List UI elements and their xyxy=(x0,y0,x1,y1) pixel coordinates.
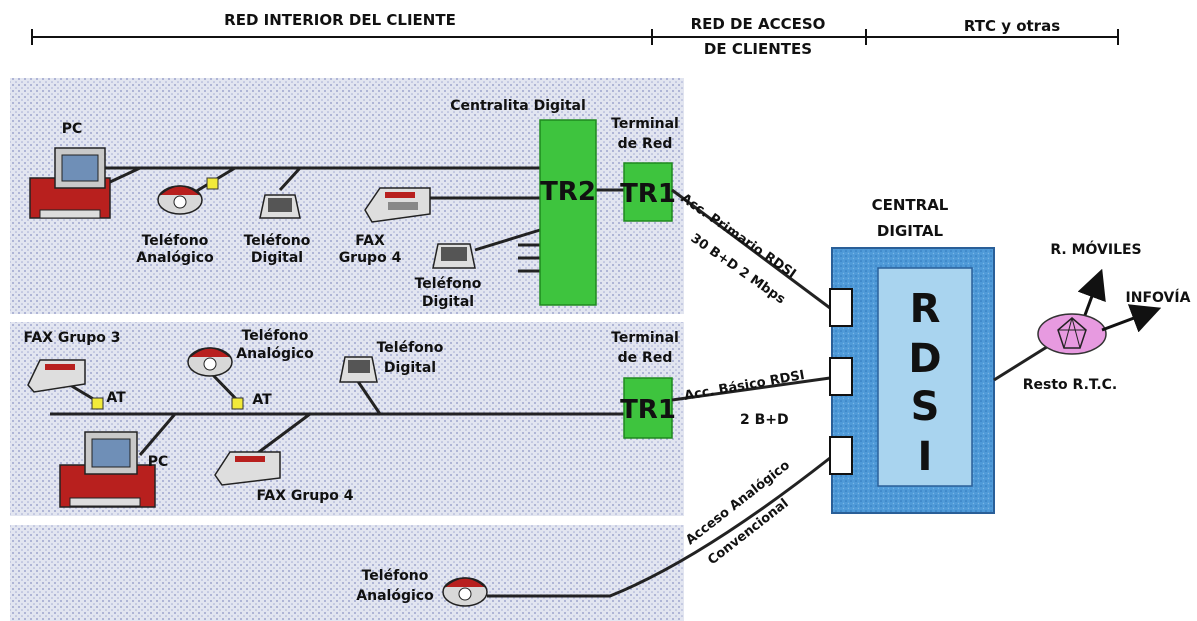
tr1-basic-label: TR1 xyxy=(620,395,676,425)
pbx-label: Centralita Digital xyxy=(450,98,586,114)
at-label: AT xyxy=(252,392,272,408)
adapter-box xyxy=(232,398,243,409)
rest-rtc-label: Resto R.T.C. xyxy=(1023,377,1118,393)
port-basic xyxy=(830,358,852,395)
arrow-infovia xyxy=(1102,312,1150,330)
mobiles-label: R. MÓVILES xyxy=(1050,240,1141,258)
central-title-line2: DIGITAL xyxy=(877,222,944,240)
terminal-label-line2: de Red xyxy=(618,136,673,152)
rdsi-letter-d: D xyxy=(908,336,941,382)
header-access-network-line2: DE CLIENTES xyxy=(704,40,812,58)
analog-phone-3-label-line2: Analógico xyxy=(356,588,434,604)
rdsi-letter-i: I xyxy=(918,434,933,480)
digital-phone-label-line1: Teléfono xyxy=(244,233,311,249)
analog-phone-2-label-line1: Teléfono xyxy=(242,328,309,344)
analog-phone-label-line2: Analógico xyxy=(136,250,214,266)
analog-phone-icon xyxy=(443,578,487,606)
rdsi-letter-s: S xyxy=(911,384,940,430)
central-title-line1: CENTRAL xyxy=(872,196,949,214)
infovia-label: INFOVÍA xyxy=(1126,289,1191,306)
digital-phone-b-label-line1: Teléfono xyxy=(415,276,482,292)
port-primary xyxy=(830,289,852,326)
analog-phone-icon xyxy=(158,186,202,214)
digital-phone-label-line2: Digital xyxy=(251,250,303,266)
analog-phone-icon xyxy=(188,348,232,376)
pc-label: PC xyxy=(62,121,83,137)
fax-label-line2: Grupo 4 xyxy=(339,250,402,266)
fax3-label: FAX Grupo 3 xyxy=(23,330,120,346)
digital-phone-icon xyxy=(260,195,300,218)
panel-analog-access xyxy=(10,525,684,621)
terminal-2-label-line1: Terminal xyxy=(611,330,679,346)
header-customer-network: RED INTERIOR DEL CLIENTE xyxy=(224,11,456,29)
pc-2-label: PC xyxy=(148,454,169,470)
basic-access-rate: 2 B+D xyxy=(740,412,789,428)
digital-phone-icon xyxy=(340,357,377,382)
basic-access-label: Acc. Básico RDSI xyxy=(683,368,806,404)
tr1-primary-label: TR1 xyxy=(620,179,676,209)
digital-phone-icon xyxy=(433,244,475,268)
analog-phone-2-label-line2: Analógico xyxy=(236,346,314,362)
adapter-box xyxy=(207,178,218,189)
rdsi-letter-r: R xyxy=(910,286,941,332)
header-access-network-line1: RED DE ACCESO xyxy=(691,15,826,33)
terminal-2-label-line2: de Red xyxy=(618,350,673,366)
arrow-mobiles xyxy=(1085,280,1098,315)
digital-phone-2-label-line2: Digital xyxy=(384,360,436,376)
tr2-box xyxy=(540,120,596,305)
port-analog xyxy=(830,437,852,474)
terminal-label-line1: Terminal xyxy=(611,116,679,132)
analog-access-label-2: Convencional xyxy=(705,496,791,568)
fax4-label: FAX Grupo 4 xyxy=(256,488,353,504)
section-header: RED INTERIOR DEL CLIENTE RED DE ACCESO D… xyxy=(32,11,1118,58)
tr2-label: TR2 xyxy=(540,177,596,207)
analog-phone-3-label-line1: Teléfono xyxy=(362,568,429,584)
at-label: AT xyxy=(106,390,126,406)
header-rtc-others: RTC y otras xyxy=(964,17,1060,35)
digital-phone-b-label-line2: Digital xyxy=(422,294,474,310)
analog-phone-label-line1: Teléfono xyxy=(142,233,209,249)
adapter-box xyxy=(92,398,103,409)
digital-phone-2-label-line1: Teléfono xyxy=(377,340,444,356)
fax-label-line1: FAX xyxy=(355,233,385,249)
